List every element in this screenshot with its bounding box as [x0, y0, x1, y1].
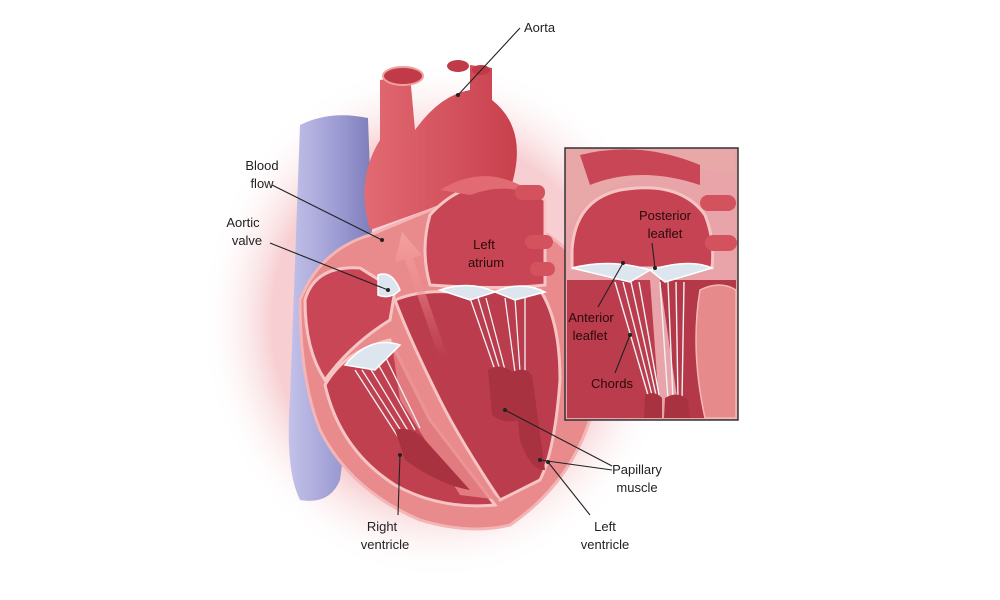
label-aortic-valve-line2: valve — [232, 233, 262, 248]
label-papillary-muscle-line2: muscle — [616, 480, 657, 495]
label-left-ventricle-line1: Left — [594, 519, 616, 534]
label-right-ventricle-line2: ventricle — [361, 537, 409, 552]
label-posterior-leaflet-line1: Posterior — [639, 208, 692, 223]
label-anterior-leaflet-line2: leaflet — [573, 328, 608, 343]
leader-lines — [269, 27, 657, 516]
blood-flow-arrow — [395, 232, 448, 360]
label-papillary-muscle-line1: Papillary — [612, 462, 662, 477]
aortic-valve — [377, 273, 401, 298]
label-aortic-valve-line1: Aortic — [226, 215, 260, 230]
label-posterior-leaflet-line2: leaflet — [648, 226, 683, 241]
label-aorta: Aorta — [524, 20, 556, 35]
label-anterior-leaflet-line1: Anterior — [568, 310, 614, 325]
label-right-ventricle-line1: Right — [367, 519, 398, 534]
label-blood-flow-line1: Blood — [245, 158, 278, 173]
mitral-valve — [437, 284, 548, 470]
label-left-atrium-line2: atrium — [468, 255, 504, 270]
label-left-ventricle-line2: ventricle — [581, 537, 629, 552]
label-blood-flow-line2: flow — [250, 176, 274, 191]
label-chords: Chords — [591, 376, 633, 391]
right-atrium — [303, 266, 397, 383]
tricuspid-valve — [343, 341, 470, 490]
mitral-valve-inset — [564, 147, 739, 421]
label-left-atrium-line1: Left — [473, 237, 495, 252]
